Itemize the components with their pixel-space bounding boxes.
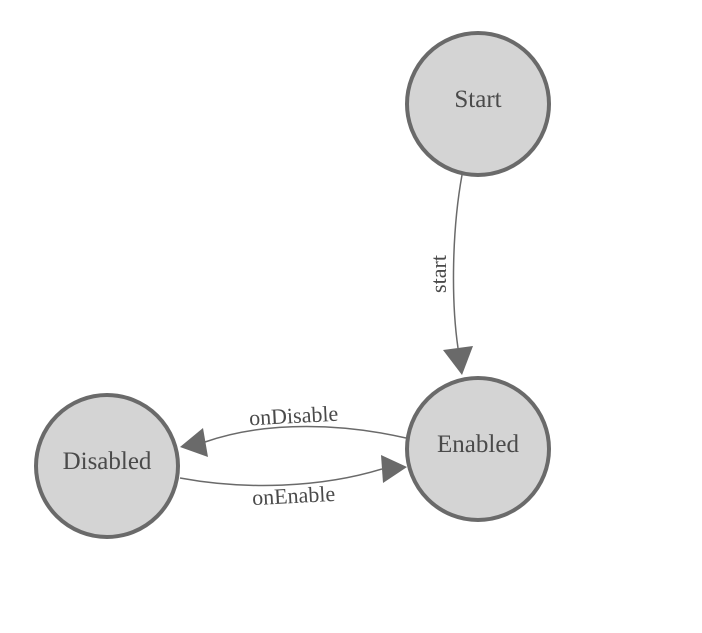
edge-ondisable-line [204, 425, 407, 443]
state-node-enabled[interactable]: Enabled [405, 376, 551, 522]
state-label-start: Start [454, 86, 501, 113]
state-circle-enabled [405, 376, 551, 522]
edge-label-ondisable: onDisable [248, 401, 338, 431]
state-circle-disabled [34, 393, 180, 539]
state-circle-start [405, 31, 551, 177]
edge-disabled-to-enabled[interactable]: onEnable [179, 455, 407, 510]
edge-label-start: start [426, 255, 451, 293]
arrowhead-into-disabled-icon [180, 428, 208, 457]
state-node-disabled[interactable]: Disabled [34, 393, 180, 539]
arrowhead-into-enabled-top-icon [443, 346, 473, 375]
edge-start-line [452, 174, 463, 349]
edge-enabled-to-disabled[interactable]: onDisable [180, 401, 407, 457]
state-label-disabled: Disabled [63, 448, 152, 475]
state-node-start[interactable]: Start [405, 31, 551, 177]
arrowhead-into-enabled-left-icon [381, 455, 407, 483]
state-label-enabled: Enabled [437, 431, 519, 458]
edge-label-onenable: onEnable [251, 481, 335, 510]
edge-start-to-enabled[interactable]: start [426, 174, 473, 375]
edge-onenable-line [179, 468, 383, 487]
